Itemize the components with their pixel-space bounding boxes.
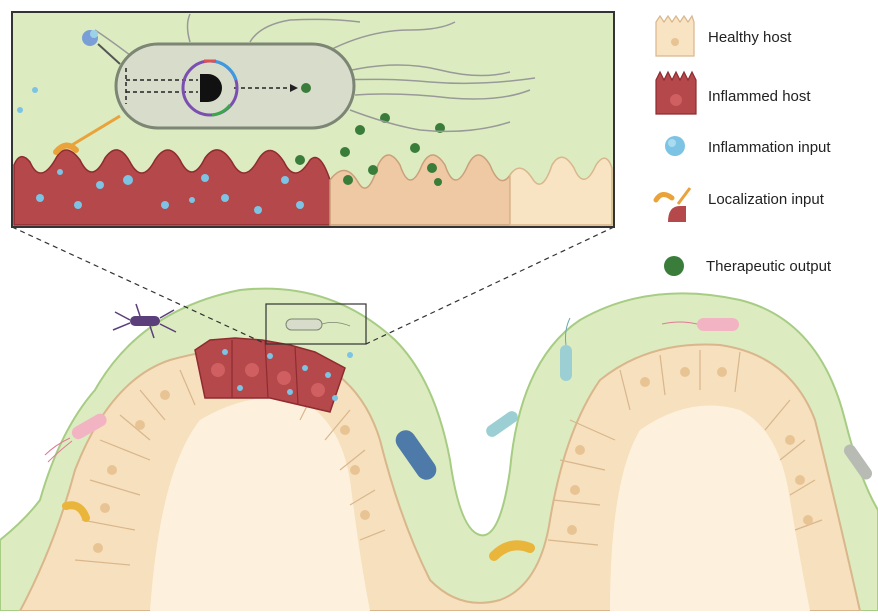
- legend-label-inflamed-host: Inflammed host: [708, 88, 811, 105]
- engineered-bacterium-large: [116, 44, 354, 128]
- legend-label-therapeutic-output: Therapeutic output: [706, 258, 831, 275]
- gut-lining: [0, 289, 878, 611]
- legend: [656, 16, 696, 276]
- localization-receptor-icon: [656, 188, 690, 222]
- intracellular-output: [301, 83, 311, 93]
- inset-panel: [12, 12, 614, 227]
- inflamed-host-cell-icon: [656, 72, 696, 114]
- inflammation-molecule-icon: [665, 136, 685, 156]
- legend-label-inflammation-input: Inflammation input: [708, 139, 831, 156]
- legend-label-localization-input: Localization input: [708, 191, 824, 208]
- therapeutic-molecule-icon: [664, 256, 684, 276]
- legend-label-healthy-host: Healthy host: [708, 29, 791, 46]
- inset-inflamed-tissue: [14, 150, 330, 225]
- healthy-host-cell-icon: [656, 16, 694, 56]
